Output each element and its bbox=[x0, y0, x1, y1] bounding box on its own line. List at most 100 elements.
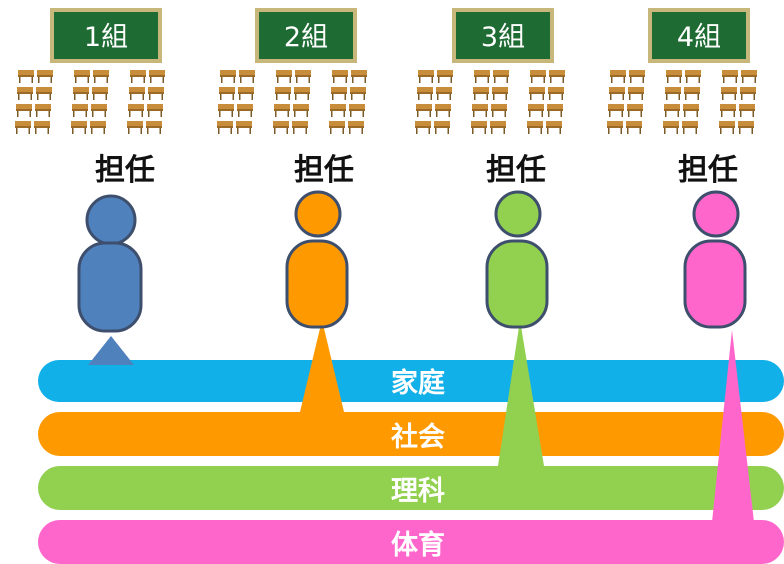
pointer-4 bbox=[712, 330, 754, 522]
desk bbox=[273, 121, 289, 134]
desks-4 bbox=[607, 70, 757, 134]
desk bbox=[71, 121, 87, 134]
band-taiiku bbox=[38, 520, 784, 564]
desk bbox=[149, 70, 165, 83]
desk bbox=[130, 70, 146, 83]
classroom-4: 4組 担任 bbox=[607, 8, 757, 188]
desk bbox=[472, 104, 488, 117]
desk bbox=[416, 104, 432, 117]
desk bbox=[36, 87, 52, 100]
desk bbox=[684, 87, 700, 100]
classroom-3: 3組 担任 bbox=[415, 8, 565, 188]
desk bbox=[629, 70, 645, 83]
desk bbox=[492, 87, 508, 100]
desk bbox=[275, 87, 291, 100]
blackboard-4 bbox=[652, 12, 746, 59]
desk bbox=[491, 104, 507, 117]
desk bbox=[236, 121, 252, 134]
desk bbox=[740, 87, 756, 100]
desk bbox=[219, 87, 235, 100]
desk bbox=[739, 104, 755, 117]
desk bbox=[473, 87, 489, 100]
desk bbox=[528, 104, 544, 117]
desk bbox=[147, 104, 163, 117]
desk bbox=[73, 87, 89, 100]
desk bbox=[37, 70, 53, 83]
pointer-2 bbox=[300, 320, 344, 412]
desk bbox=[722, 70, 738, 83]
band-rika-label: 理科 bbox=[391, 476, 445, 507]
desk bbox=[129, 87, 145, 100]
desk bbox=[292, 121, 308, 134]
desk bbox=[148, 87, 164, 100]
desk bbox=[721, 87, 737, 100]
class-1-role: 担任 bbox=[95, 153, 155, 188]
desk bbox=[546, 121, 562, 134]
desk bbox=[128, 104, 144, 117]
classroom-1: 1組 担任 bbox=[15, 8, 165, 188]
desk bbox=[418, 70, 434, 83]
desk bbox=[471, 121, 487, 134]
desk bbox=[474, 70, 490, 83]
desk bbox=[74, 70, 90, 83]
desk bbox=[274, 104, 290, 117]
desk bbox=[17, 87, 33, 100]
pointer-3 bbox=[498, 320, 544, 466]
desk bbox=[276, 70, 292, 83]
desk bbox=[146, 121, 162, 134]
desk bbox=[239, 70, 255, 83]
desk bbox=[720, 104, 736, 117]
desk bbox=[415, 121, 431, 134]
desk bbox=[348, 121, 364, 134]
class-2-role: 担任 bbox=[294, 153, 354, 188]
desk bbox=[330, 104, 346, 117]
class-1-name: 1組 bbox=[84, 22, 128, 53]
desk bbox=[738, 121, 754, 134]
class-2-name: 2組 bbox=[284, 22, 328, 53]
desk bbox=[15, 121, 31, 134]
desk bbox=[35, 104, 51, 117]
desk bbox=[434, 121, 450, 134]
desk bbox=[607, 121, 623, 134]
desk bbox=[435, 104, 451, 117]
desk bbox=[741, 70, 757, 83]
desk bbox=[329, 121, 345, 134]
desk bbox=[627, 104, 643, 117]
desk bbox=[34, 121, 50, 134]
desk bbox=[719, 121, 735, 134]
blackboard-1 bbox=[54, 12, 158, 59]
desk bbox=[349, 104, 365, 117]
teacher-2-icon bbox=[285, 190, 349, 329]
band-rika bbox=[38, 466, 784, 510]
band-taiiku-label: 体育 bbox=[391, 529, 445, 561]
desk bbox=[351, 70, 367, 83]
teacher-1-icon bbox=[77, 194, 143, 333]
desk bbox=[437, 70, 453, 83]
desk bbox=[664, 104, 680, 117]
desk bbox=[685, 70, 701, 83]
desk bbox=[610, 70, 626, 83]
desk bbox=[331, 87, 347, 100]
pointer-1 bbox=[88, 336, 134, 365]
desk bbox=[608, 104, 624, 117]
desk bbox=[493, 70, 509, 83]
desk bbox=[294, 87, 310, 100]
class-3-name: 3組 bbox=[481, 22, 525, 53]
desk bbox=[218, 104, 234, 117]
desk bbox=[527, 121, 543, 134]
band-shakai-label: 社会 bbox=[391, 421, 445, 453]
band-kateika bbox=[38, 360, 784, 402]
class-3-role: 担任 bbox=[486, 153, 546, 188]
teacher-4-icon bbox=[683, 190, 747, 329]
desks-2 bbox=[217, 70, 367, 134]
desk bbox=[436, 87, 452, 100]
desk bbox=[90, 121, 106, 134]
desk bbox=[417, 87, 433, 100]
desk bbox=[665, 87, 681, 100]
teacher-3-icon bbox=[485, 190, 549, 329]
desk bbox=[220, 70, 236, 83]
desks-3 bbox=[415, 70, 565, 134]
desk bbox=[217, 121, 233, 134]
class-4-name: 4組 bbox=[677, 22, 721, 53]
classroom-2: 2組 担任 bbox=[217, 8, 367, 188]
